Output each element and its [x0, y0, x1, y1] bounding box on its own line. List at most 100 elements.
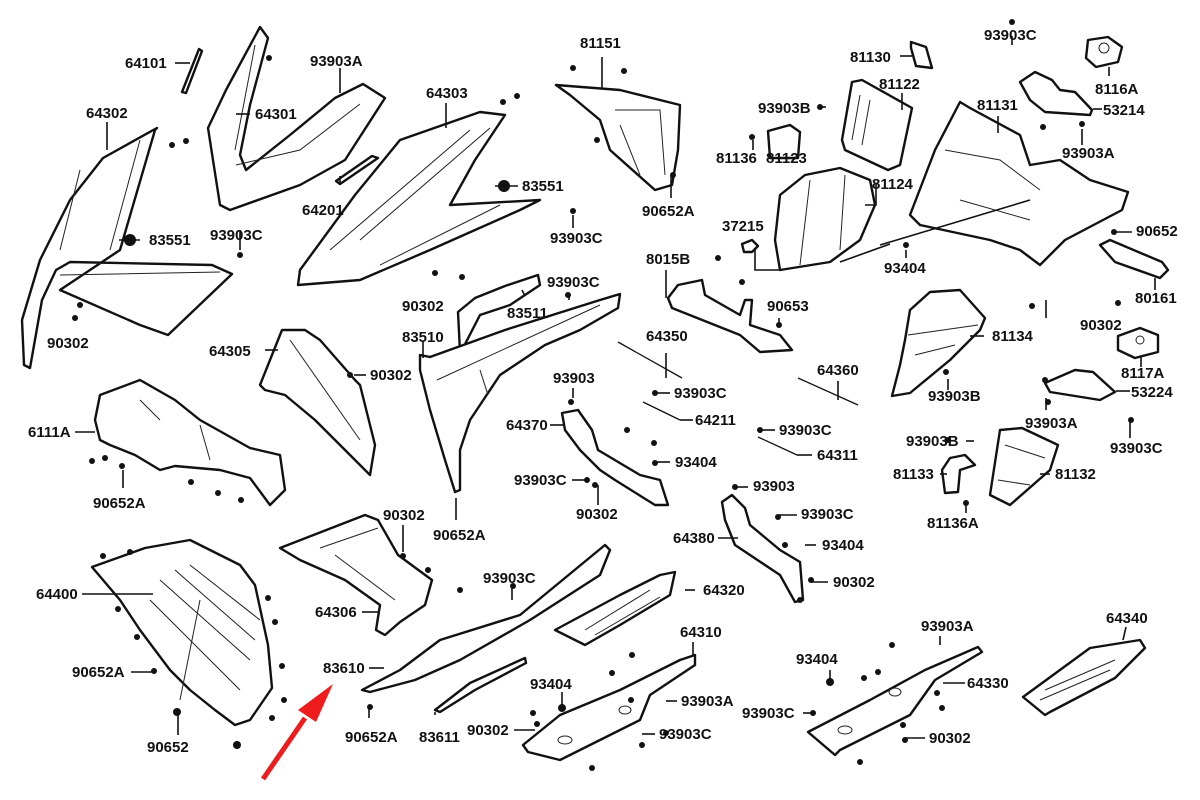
label-83611[interactable]: 83611 — [419, 729, 460, 746]
label-90302[interactable]: 90302 — [370, 367, 412, 384]
label-83610[interactable]: 83610 — [323, 660, 365, 677]
label-8015B[interactable]: 8015B — [646, 251, 690, 268]
part-64400[interactable] — [90, 538, 274, 727]
label-81123[interactable]: 81123 — [766, 150, 807, 167]
label-80161[interactable]: 80161 — [1135, 290, 1177, 307]
label-90302[interactable]: 90302 — [467, 722, 509, 739]
part-64310[interactable] — [521, 653, 697, 762]
label-83510[interactable]: 83510 — [402, 329, 444, 346]
label-93903C[interactable]: 93903C — [483, 570, 536, 587]
label-93903A[interactable]: 93903A — [681, 693, 734, 710]
label-64310[interactable]: 64310 — [680, 624, 722, 641]
label-90302[interactable]: 90302 — [47, 335, 89, 352]
label-93903A[interactable]: 93903A — [921, 618, 974, 635]
label-83551[interactable]: 83551 — [149, 232, 191, 249]
label-64101[interactable]: 64101 — [125, 55, 167, 72]
label-93903C[interactable]: 93903C — [550, 230, 603, 247]
part-53214[interactable] — [1018, 70, 1094, 117]
label-93404[interactable]: 93404 — [822, 537, 864, 554]
label-90652A[interactable]: 90652A — [72, 664, 125, 681]
label-81136[interactable]: 81136 — [716, 150, 757, 167]
label-93903C[interactable]: 93903C — [801, 506, 854, 523]
part-64311[interactable] — [757, 436, 798, 456]
part-81130[interactable] — [909, 40, 934, 70]
label-93404[interactable]: 93404 — [796, 651, 838, 668]
label-93903C[interactable]: 93903C — [514, 472, 567, 489]
label-90302[interactable]: 90302 — [402, 298, 444, 315]
label-81122[interactable]: 81122 — [879, 76, 920, 93]
label-93404[interactable]: 93404 — [675, 454, 717, 471]
label-64211[interactable]: 64211 — [695, 412, 736, 429]
label-64380[interactable]: 64380 — [673, 530, 715, 547]
label-93903B[interactable]: 93903B — [758, 100, 811, 117]
label-93903A[interactable]: 93903A — [1062, 145, 1115, 162]
label-93903C[interactable]: 93903C — [1110, 440, 1163, 457]
label-93903B[interactable]: 93903B — [906, 433, 959, 450]
part-64305[interactable] — [258, 328, 377, 477]
part-83610[interactable] — [360, 543, 612, 694]
part-6111A[interactable] — [93, 378, 287, 507]
part-64302[interactable] — [20, 126, 234, 370]
label-64311[interactable]: 64311 — [817, 447, 858, 464]
part-64340[interactable] — [1021, 638, 1147, 717]
label-53214[interactable]: 53214 — [1103, 102, 1145, 119]
part-83510[interactable] — [418, 292, 622, 494]
part-64360[interactable] — [797, 377, 859, 406]
label-93903[interactable]: 93903 — [553, 370, 595, 387]
label-8116A[interactable]: 8116A — [1095, 81, 1139, 98]
label-81124[interactable]: 81124 — [872, 176, 914, 193]
label-90302[interactable]: 90302 — [1080, 317, 1122, 334]
label-37215[interactable]: 37215 — [722, 218, 764, 235]
label-64301[interactable]: 64301 — [255, 106, 297, 123]
label-90302[interactable]: 90302 — [576, 506, 618, 523]
label-64340[interactable]: 64340 — [1106, 610, 1148, 627]
part-83611[interactable] — [433, 656, 528, 714]
label-81134[interactable]: 81134 — [992, 328, 1034, 345]
label-64305[interactable]: 64305 — [209, 343, 251, 360]
label-93404[interactable]: 93404 — [530, 676, 572, 693]
label-83511[interactable]: 83511 — [507, 305, 548, 322]
label-93903A[interactable]: 93903A — [1025, 415, 1078, 432]
label-93903C[interactable]: 93903C — [210, 227, 263, 244]
label-64360[interactable]: 64360 — [817, 362, 859, 379]
label-90652A[interactable]: 90652A — [93, 495, 146, 512]
label-64370[interactable]: 64370 — [506, 417, 548, 434]
label-93903C[interactable]: 93903C — [547, 274, 600, 291]
label-64400[interactable]: 64400 — [36, 586, 78, 603]
part-64211[interactable] — [642, 401, 681, 421]
label-93903A[interactable]: 93903A — [310, 53, 363, 70]
part-81122[interactable] — [840, 78, 914, 172]
label-90653[interactable]: 90653 — [767, 298, 809, 315]
label-90302[interactable]: 90302 — [929, 730, 971, 747]
label-90652A[interactable]: 90652A — [433, 527, 486, 544]
part-64201[interactable] — [334, 154, 380, 186]
part-81124[interactable] — [773, 166, 877, 272]
label-81136A[interactable]: 81136A — [927, 515, 979, 532]
part-64370[interactable] — [560, 408, 670, 507]
label-93903C[interactable]: 93903C — [742, 705, 795, 722]
part-81131[interactable] — [908, 100, 1130, 267]
part-64380[interactable] — [720, 493, 805, 604]
label-93903B[interactable]: 93903B — [928, 388, 981, 405]
label-64350[interactable]: 64350 — [646, 328, 688, 345]
part-64101[interactable] — [180, 47, 204, 95]
label-90302[interactable]: 90302 — [383, 507, 425, 524]
label-64320[interactable]: 64320 — [703, 582, 745, 599]
label-6111A[interactable]: 6111A — [28, 424, 71, 441]
label-90652A[interactable]: 90652A — [345, 729, 398, 746]
part-81134[interactable] — [890, 288, 987, 398]
label-64302[interactable]: 64302 — [86, 105, 128, 122]
label-93903C[interactable]: 93903C — [659, 726, 712, 743]
label-90302[interactable]: 90302 — [833, 574, 875, 591]
label-83551[interactable]: 83551 — [522, 178, 564, 195]
part-64306[interactable] — [278, 513, 434, 637]
label-81130[interactable]: 81130 — [850, 49, 891, 66]
part-64320[interactable] — [553, 570, 677, 647]
label-93404[interactable]: 93404 — [884, 260, 926, 277]
label-93903C[interactable]: 93903C — [984, 27, 1037, 44]
part-81151[interactable] — [554, 83, 682, 192]
label-93903C[interactable]: 93903C — [674, 385, 727, 402]
part-64303[interactable] — [296, 110, 542, 287]
label-64303[interactable]: 64303 — [426, 85, 468, 102]
label-8117A[interactable]: 8117A — [1121, 365, 1165, 382]
